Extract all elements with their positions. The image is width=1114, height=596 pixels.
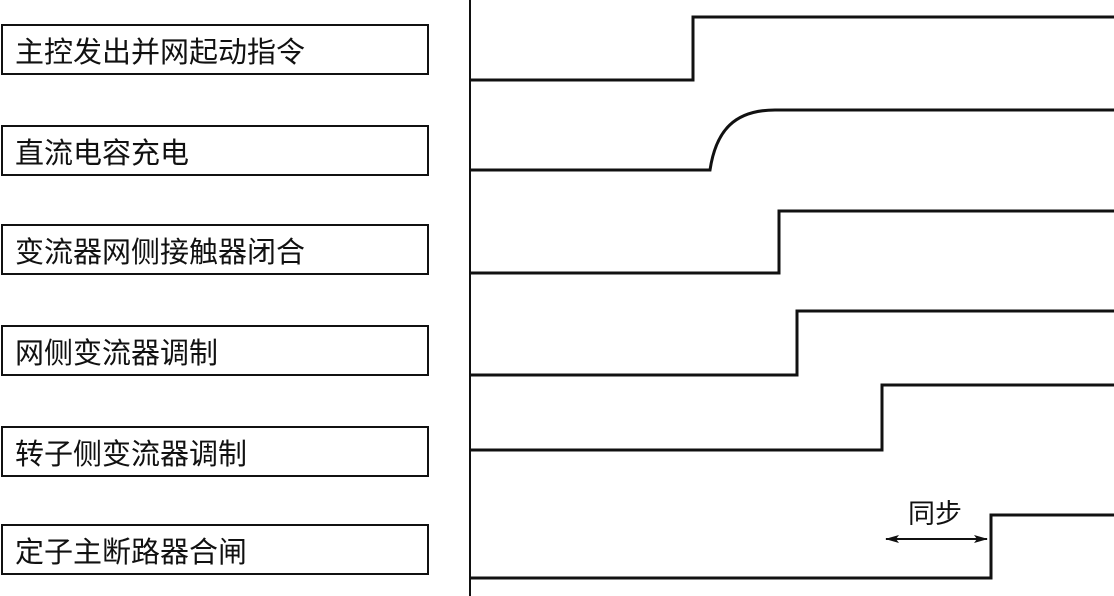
signal-label-text: 网侧变流器调制 [15, 335, 219, 370]
signal-label-text: 直流电容充电 [15, 135, 190, 170]
signal-label-grid-contactor-closed: 变流器网侧接触器闭合 [1, 224, 429, 275]
waveform-rotor-converter-modulation [470, 383, 1114, 452]
waveform-grid-contactor-closed [470, 209, 1114, 275]
signal-label-text: 主控发出并网起动指令 [15, 34, 306, 69]
sync-annotation-label: 同步 [908, 499, 962, 530]
signal-label-text: 变流器网侧接触器闭合 [15, 234, 306, 269]
waveform-start-command [470, 15, 1114, 82]
signal-label-text: 转子侧变流器调制 [15, 436, 248, 471]
signal-label-rotor-converter-modulation: 转子侧变流器调制 [1, 426, 429, 477]
signal-label-start-command: 主控发出并网起动指令 [1, 24, 429, 75]
signal-label-stator-breaker-close: 定子主断路器合闸 [1, 524, 429, 575]
waveform-stator-breaker-close [470, 513, 1114, 580]
signal-label-dc-capacitor-charging: 直流电容充电 [1, 125, 429, 176]
waveform-grid-converter-modulation [470, 309, 1114, 377]
waveform-dc-capacitor-charging [470, 108, 1114, 172]
signal-label-text: 定子主断路器合闸 [15, 534, 248, 569]
signal-label-grid-converter-modulation: 网侧变流器调制 [1, 325, 429, 376]
